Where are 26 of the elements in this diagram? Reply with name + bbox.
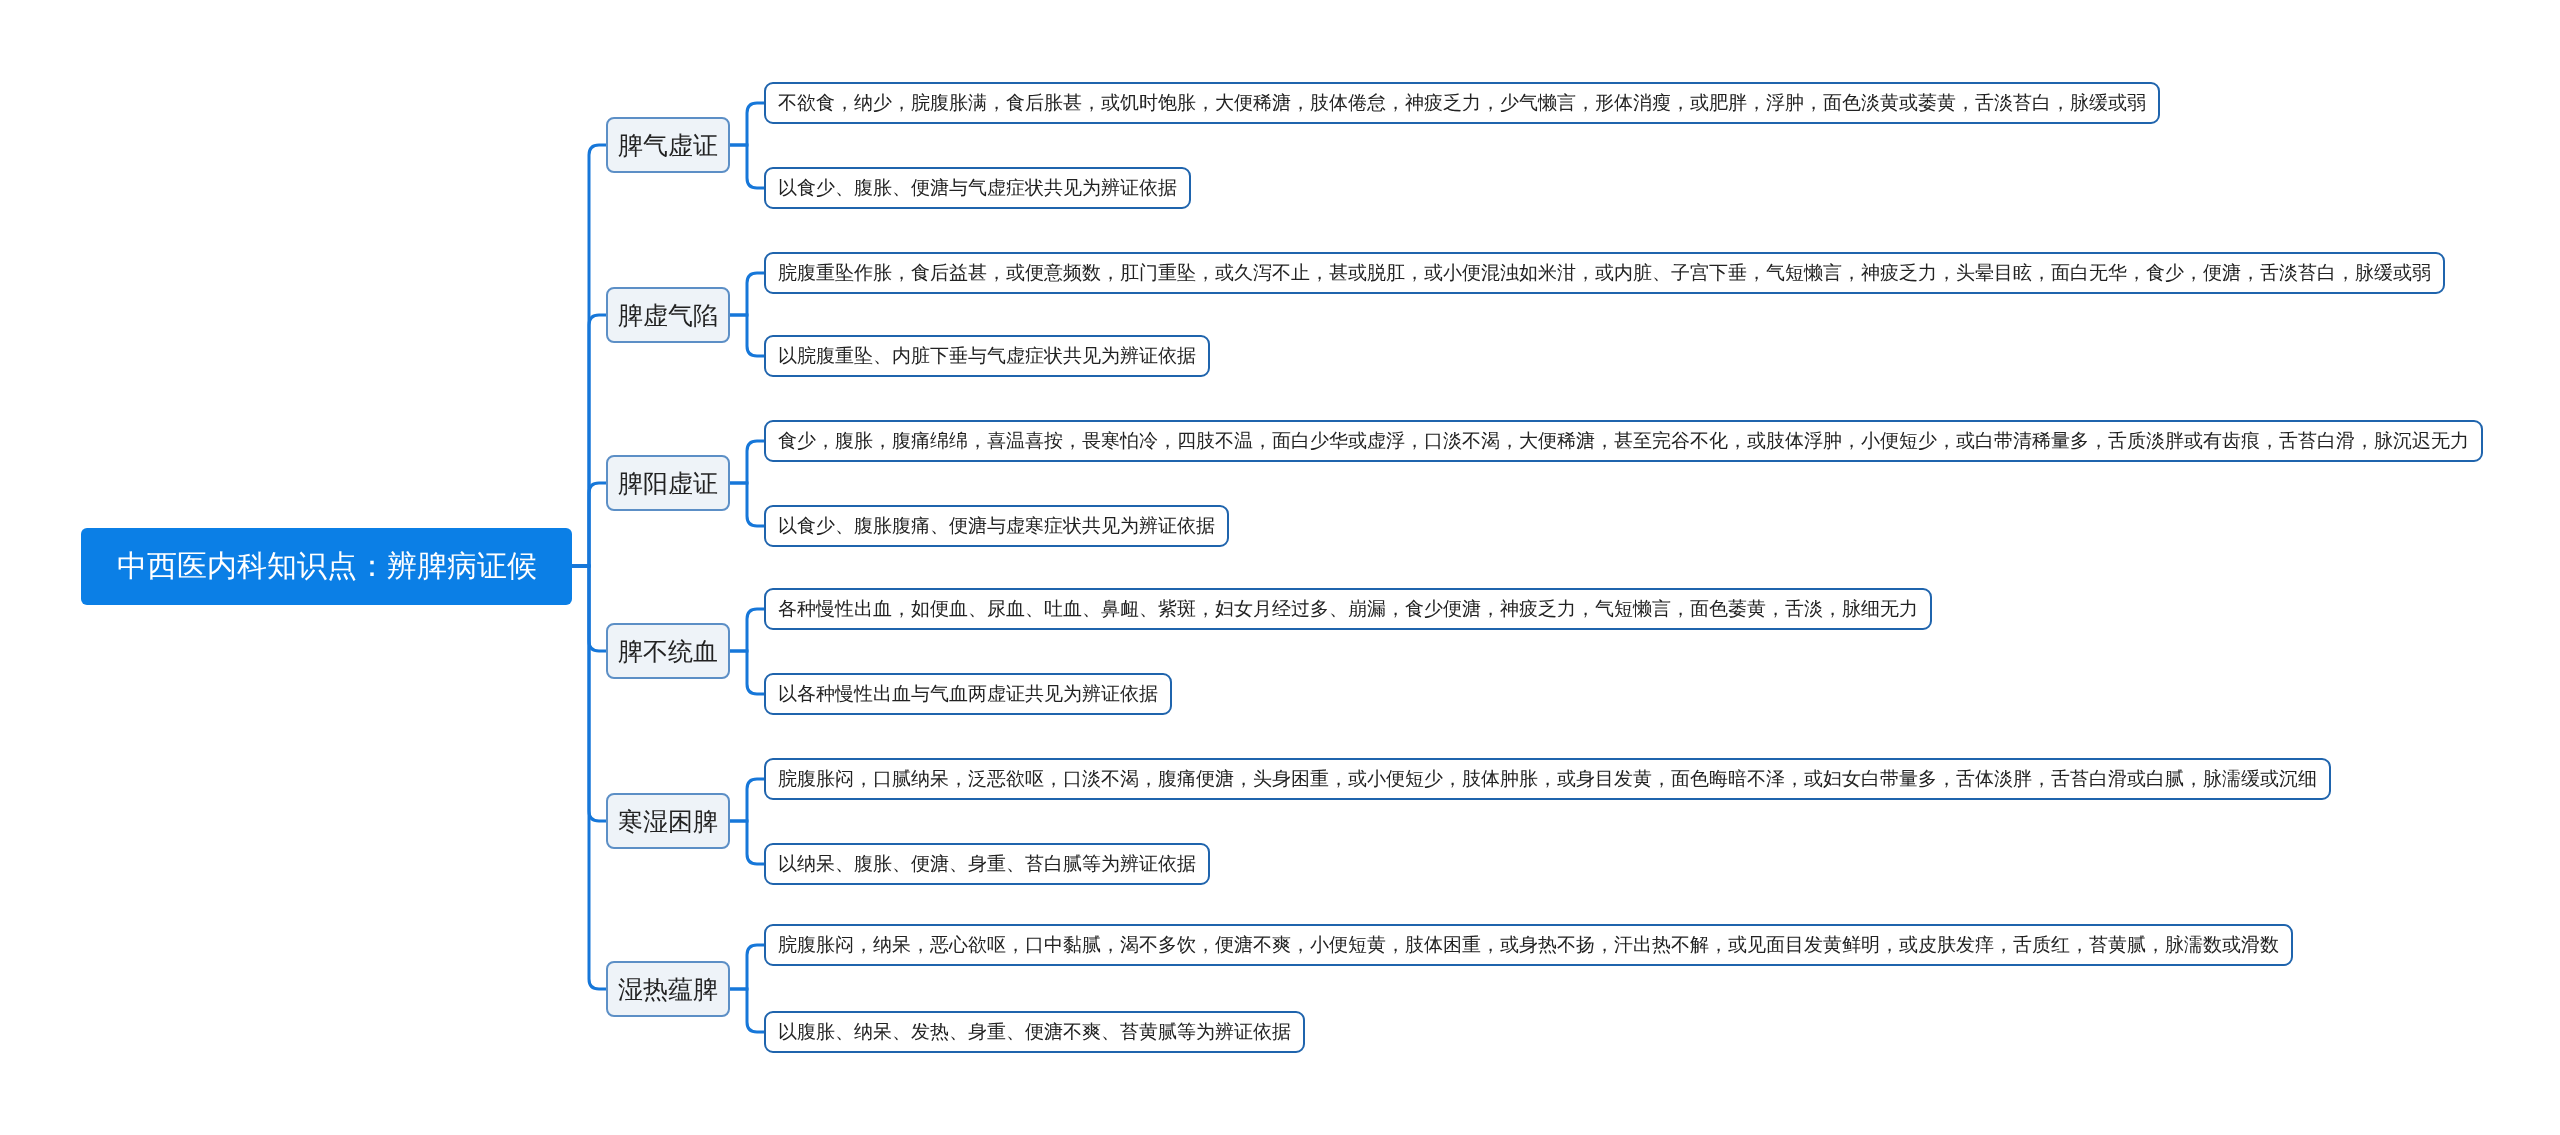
connector-line <box>730 313 764 358</box>
topic-box: 湿热蕴脾 <box>606 961 730 1017</box>
connector-line <box>730 819 764 866</box>
topic-box: 脾气虚证 <box>606 117 730 173</box>
detail-box: 不欲食，纳少，脘腹胀满，食后胀甚，或饥时饱胀，大便稀溏，肢体倦怠，神疲乏力，少气懒言，形体消瘦，或肥胖，浮肿，面色淡黄或萎黄，舌淡苔白，脉缓或弱 <box>764 82 2160 124</box>
detail-box: 以腹胀、纳呆、发热、身重、便溏不爽、苔黄腻等为辨证依据 <box>764 1011 1305 1053</box>
connector-line <box>730 987 764 1034</box>
detail-box: 脘腹胀闷，口腻纳呆，泛恶欲呕，口淡不渴，腹痛便溏，头身困重，或小便短少，肢体肿胀，或身目发黄，面色晦暗不泽，或妇女白带量多，舌体淡胖，舌苔白滑或白腻，脉濡缓或沉细 <box>764 758 2331 800</box>
connector-line <box>572 564 606 991</box>
detail-box: 脘腹重坠作胀，食后益甚，或便意频数，肛门重坠，或久泻不止，甚或脱肛，或小便混浊如米泔，或内脏、子宫下垂，气短懒言，神疲乏力，头晕目眩，面白无华，食少，便溏，舌淡苔白，脉缓或弱 <box>764 252 2445 294</box>
detail-box: 脘腹胀闷，纳呆，恶心欲呕，口中黏腻，渴不多饮，便溏不爽，小便短黄，肢体困重，或身热不扬，汗出热不解，或见面目发黄鲜明，或皮肤发痒，舌质红，苔黄腻，脉濡数或滑数 <box>764 924 2293 966</box>
detail-box: 以脘腹重坠、内脏下垂与气虚症状共见为辨证依据 <box>764 335 1210 377</box>
detail-box: 以纳呆、腹胀、便溏、身重、苔白腻等为辨证依据 <box>764 843 1210 885</box>
connector-line <box>730 143 764 190</box>
topic-box: 寒湿困脾 <box>606 793 730 849</box>
detail-box: 以各种慢性出血与气血两虚证共见为辨证依据 <box>764 673 1172 715</box>
connector-line <box>730 481 764 528</box>
root-topic-box: 中西医内科知识点：辨脾病证候 <box>81 527 572 605</box>
topic-box: 脾不统血 <box>606 623 730 679</box>
topic-box: 脾阳虚证 <box>606 455 730 511</box>
detail-box: 食少，腹胀，腹痛绵绵，喜温喜按，畏寒怕冷，四肢不温，面白少华或虚浮，口淡不渴，大便稀溏，甚至完谷不化，或肢体浮肿，小便短少，或白带清稀量多，舌质淡胖或有齿痕，舌苔白滑，脉沉迟无力 <box>764 420 2483 462</box>
connector-line <box>730 649 764 696</box>
detail-box: 各种慢性出血，如便血、尿血、吐血、鼻衄、紫斑，妇女月经过多、崩漏，食少便溏，神疲乏力，气短懒言，面色萎黄，舌淡，脉细无力 <box>764 588 1932 630</box>
detail-box: 以食少、腹胀、便溏与气虚症状共见为辨证依据 <box>764 167 1191 209</box>
topic-box: 脾虚气陷 <box>606 287 730 343</box>
detail-box: 以食少、腹胀腹痛、便溏与虚寒症状共见为辨证依据 <box>764 505 1229 547</box>
